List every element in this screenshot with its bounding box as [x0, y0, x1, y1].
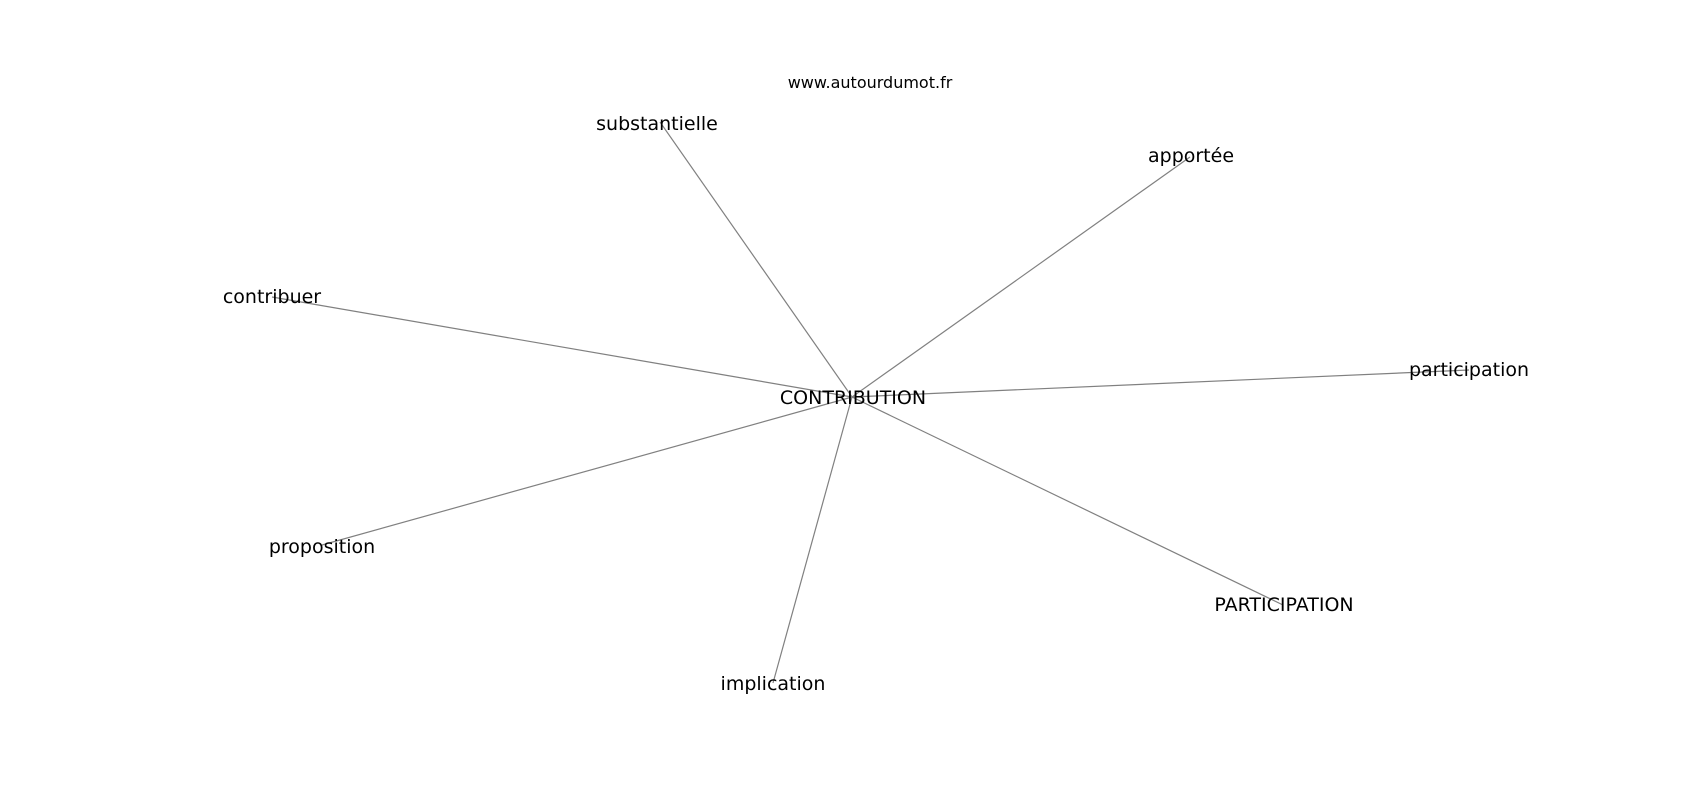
edges-layer	[271, 121, 1470, 684]
node-proposition[interactable]: proposition	[269, 536, 375, 558]
node-PARTICIPATION[interactable]: PARTICIPATION	[1214, 594, 1353, 616]
node-contribuer[interactable]: contribuer	[223, 286, 321, 308]
edge-substantielle	[659, 121, 853, 398]
edge-apportee	[851, 156, 1191, 398]
labels-layer: www.autourdumot.fr CONTRIBUTION substant…	[223, 73, 1529, 695]
node-center[interactable]: CONTRIBUTION	[780, 387, 926, 409]
node-apportee[interactable]: apportée	[1148, 145, 1234, 167]
site-watermark: www.autourdumot.fr	[788, 73, 953, 92]
node-implication[interactable]: implication	[721, 673, 826, 695]
edge-proposition	[321, 396, 853, 546]
edge-implication	[772, 396, 853, 684]
edge-participation	[851, 369, 1470, 398]
edge-PARTICIPATION	[851, 396, 1284, 606]
edge-contribuer	[271, 296, 853, 398]
node-participation[interactable]: participation	[1409, 359, 1529, 381]
node-substantielle[interactable]: substantielle	[596, 113, 718, 135]
